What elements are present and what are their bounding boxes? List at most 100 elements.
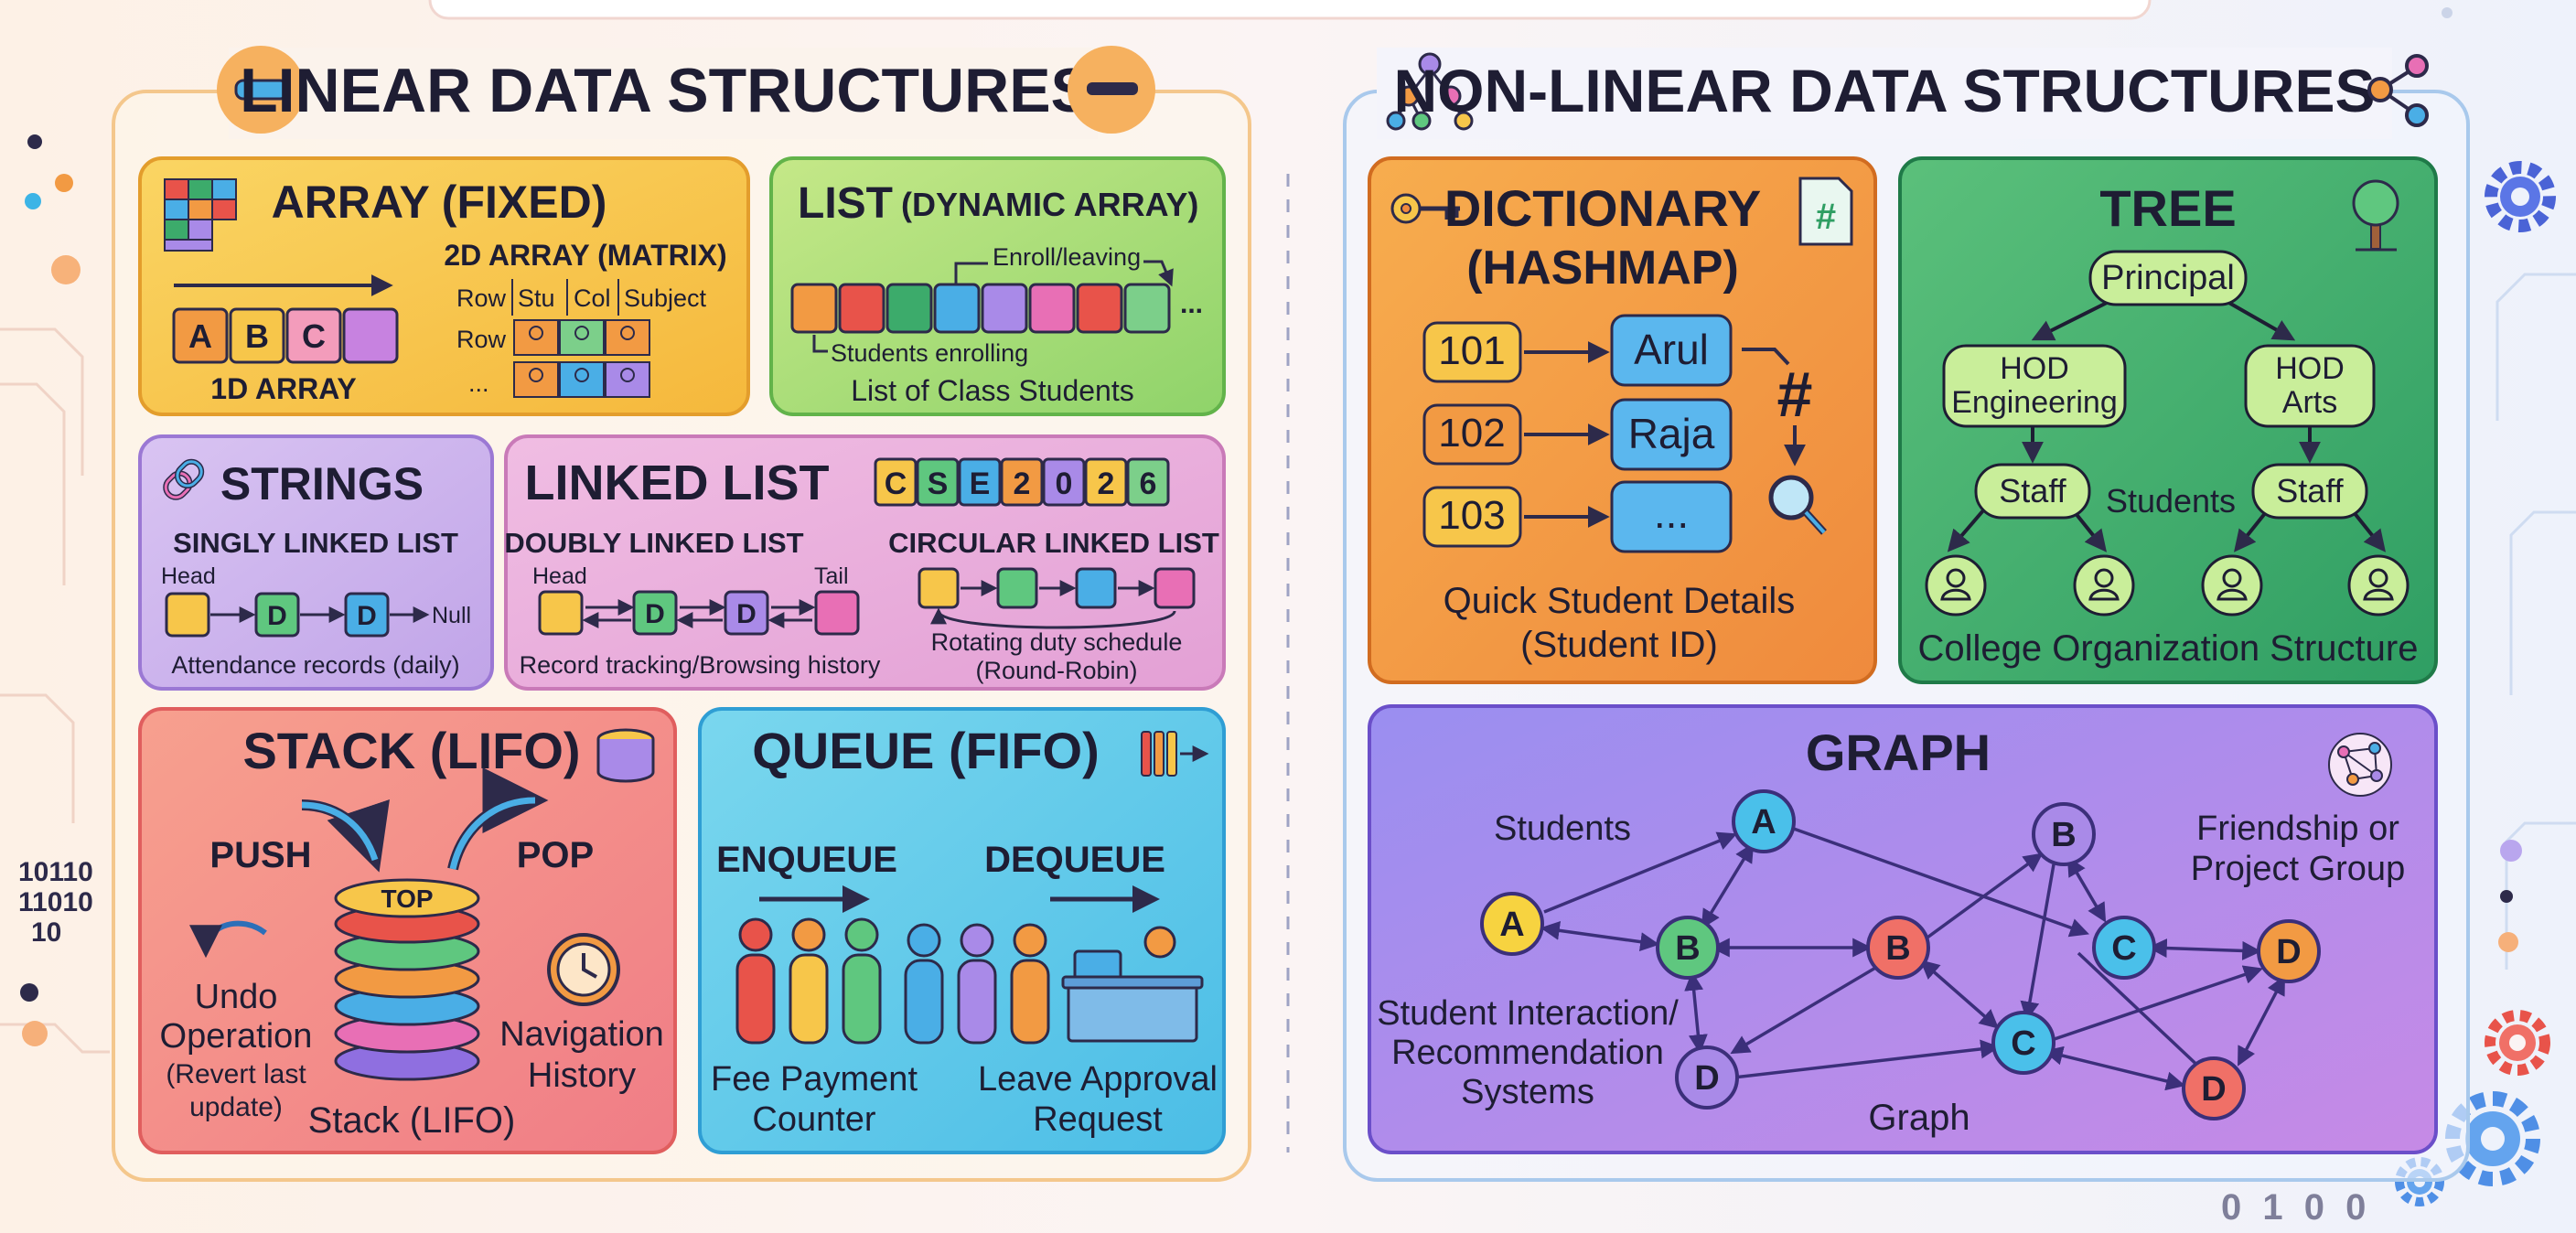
tree-root-node — [2088, 250, 2248, 306]
graph-node-d: D — [2182, 1056, 2246, 1120]
svg-text:D: D — [736, 599, 757, 629]
doubly-tail: Tail — [814, 563, 849, 589]
binary-text: 0 1 0 0 — [2221, 1187, 2371, 1228]
strings-title: STRINGS — [220, 458, 424, 509]
dictionary-title: DICTIONARY — [1444, 179, 1761, 237]
hierarchy-icon — [1386, 52, 1474, 131]
svg-text:0: 0 — [1056, 466, 1073, 501]
tree-root-label: Principal — [2101, 259, 2235, 297]
svg-text:C: C — [885, 466, 907, 501]
strings-panel — [138, 434, 494, 691]
strings-caption: Attendance records (daily) — [171, 651, 459, 679]
hash-symbol: # — [1777, 359, 1813, 430]
circular-title: CIRCULAR LINKED LIST — [888, 527, 1219, 559]
array-title: ARRAY (FIXED) — [272, 177, 607, 228]
svg-text:2: 2 — [1098, 466, 1115, 501]
doubly-title: DOUBLY LINKED LIST — [504, 527, 803, 559]
minus-icon — [217, 46, 305, 134]
svg-text:C: C — [2011, 1024, 2035, 1063]
graph-edges — [1540, 826, 2285, 1091]
dictionary-value: ... — [1654, 489, 1689, 537]
svg-text:#: # — [1816, 197, 1836, 237]
nonlinear-title: NON-LINEAR DATA STRUCTURES — [1393, 57, 2375, 124]
doubly-caption: Record tracking/Browsing history — [520, 651, 881, 679]
navigation-text: History — [528, 1056, 636, 1095]
matrix-header: Row — [456, 284, 507, 312]
linear-title: LINEAR DATA STRUCTURES — [240, 56, 1092, 125]
dots-decoration-right — [2442, 7, 2522, 952]
svg-text:A: A — [1499, 906, 1524, 944]
dictionary-subtitle: (HASHMAP) — [1466, 241, 1739, 295]
tree-staff-node — [2251, 463, 2368, 520]
stack-push: PUSH — [209, 835, 311, 875]
tree-hod-engineering-label: HOD — [2000, 351, 2069, 386]
graph-node-d: D — [2257, 919, 2321, 983]
matrix-header: Col — [574, 284, 611, 312]
svg-text:B: B — [2051, 816, 2076, 854]
list-ellipsis: ... — [1180, 289, 1203, 319]
binary-text: 10110 — [18, 857, 93, 887]
graph-interaction-label: Student Interaction/ — [1377, 994, 1679, 1033]
svg-text:D: D — [1694, 1059, 1719, 1098]
cse2026-chars: C S E 2 0 2 6 — [874, 457, 1170, 507]
hash-arrow — [1742, 348, 1790, 366]
queue-people — [735, 917, 1050, 1045]
svg-text:D: D — [267, 601, 287, 631]
list-students-label: Students enrolling — [831, 339, 1028, 367]
svg-text:B: B — [1675, 929, 1700, 968]
queue-icon — [1141, 731, 1209, 777]
graph-nodes: A A B B B C C D D D — [1480, 789, 2321, 1120]
enqueue-label: ENQUEUE — [716, 840, 897, 880]
matrix-header: Subject — [624, 284, 707, 312]
queue-leave-text: Leave Approval — [978, 1060, 1218, 1099]
tree-hod-arts-label: Arts — [2282, 385, 2337, 420]
singly-head: Head — [161, 563, 216, 589]
stack-top-label: TOP — [381, 885, 433, 913]
undo-text: (Revert last — [166, 1059, 306, 1089]
pop-arrow-fill — [449, 797, 536, 870]
queue-fee-text: Fee Payment — [711, 1060, 918, 1099]
graph-students-label: Students — [1494, 809, 1631, 848]
tree-students-label: Students — [2106, 482, 2236, 520]
graph-node-c: C — [2092, 916, 2156, 980]
binary-text: 10 — [31, 917, 61, 948]
tree-hod-engineering-label: Engineering — [1951, 385, 2117, 420]
tree-caption: College Organization Structure — [1918, 628, 2419, 669]
binary-text: 11010 — [18, 887, 93, 917]
graph-node-c: C — [1991, 1011, 2055, 1075]
undo-arrow-icon — [189, 920, 267, 959]
svg-text:D: D — [2201, 1070, 2226, 1109]
svg-text:D: D — [357, 601, 377, 631]
undo-text: Operation — [160, 1017, 313, 1056]
doubly-head: Head — [532, 563, 587, 589]
dictionary-caption: Quick Student Details — [1444, 581, 1796, 621]
list-enroll-arrow — [954, 262, 988, 284]
dictionary-key: 101 — [1438, 328, 1505, 373]
dictionary-value: Arul — [1634, 326, 1709, 373]
clock-icon — [547, 933, 620, 1006]
circular-caption: (Round-Robin) — [975, 657, 1137, 684]
array-cell: B — [245, 317, 269, 355]
dictionary-values: Arul Raja ... — [1610, 314, 1733, 553]
tree-title: TREE — [2099, 179, 2236, 237]
link-icon — [163, 458, 205, 500]
array-cell: A — [188, 317, 212, 355]
array-cell: C — [302, 317, 326, 355]
graph-node-b: B — [2032, 802, 2096, 866]
dots-decoration-left — [20, 134, 80, 1046]
svg-text:2: 2 — [1014, 466, 1031, 501]
singly-title: SINGLY LINKED LIST — [173, 527, 458, 559]
graph-friendship-label: Project Group — [2191, 850, 2405, 888]
counter-desk-icon — [1061, 926, 1204, 1043]
queue-fee-text: Counter — [752, 1100, 876, 1139]
grid-icon — [164, 178, 237, 252]
list-subtitle: (DYNAMIC ARRAY) — [901, 186, 1198, 223]
nonlinear-title-backdrop — [1377, 48, 2392, 139]
navigation-text: Navigation — [499, 1015, 664, 1054]
linear-title-backdrop — [229, 48, 1098, 139]
list-cells — [790, 283, 1171, 334]
graph-interaction-label: Systems — [1461, 1073, 1594, 1111]
dictionary-value: Raja — [1628, 410, 1715, 457]
graph-node-a: A — [1732, 789, 1796, 853]
tree-staff-label: Staff — [1999, 472, 2066, 509]
